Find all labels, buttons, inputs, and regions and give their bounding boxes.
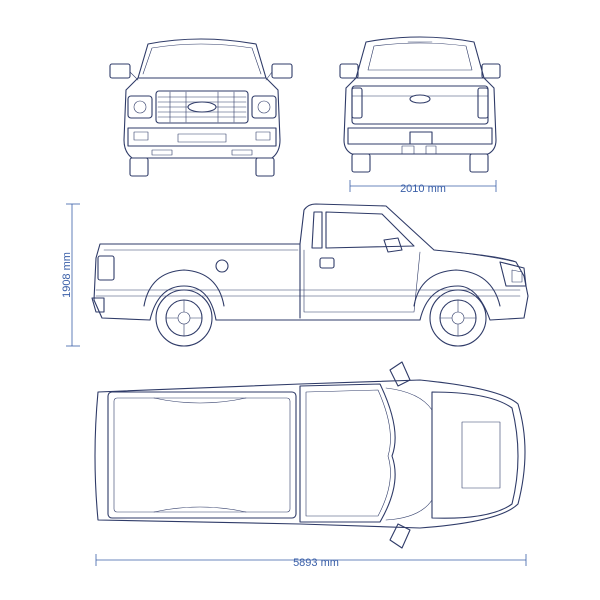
length-dimension: 5893 mm bbox=[95, 554, 527, 569]
height-dimension: 1908 mm bbox=[61, 203, 80, 347]
top-view bbox=[94, 361, 526, 549]
front-badge-icon bbox=[187, 101, 217, 113]
width-label: 2010 mm bbox=[400, 183, 446, 195]
front-wheel-icon bbox=[429, 289, 487, 347]
length-label: 5893 mm bbox=[293, 557, 339, 569]
width-dimension: 2010 mm bbox=[349, 180, 497, 195]
front-view bbox=[109, 38, 293, 177]
grille-bars bbox=[157, 91, 247, 123]
rear-view bbox=[339, 36, 501, 173]
rear-badge-icon bbox=[409, 94, 431, 104]
height-label: 1908 mm bbox=[61, 252, 73, 298]
rear-wheel-icon bbox=[155, 289, 213, 347]
side-view bbox=[91, 203, 529, 347]
